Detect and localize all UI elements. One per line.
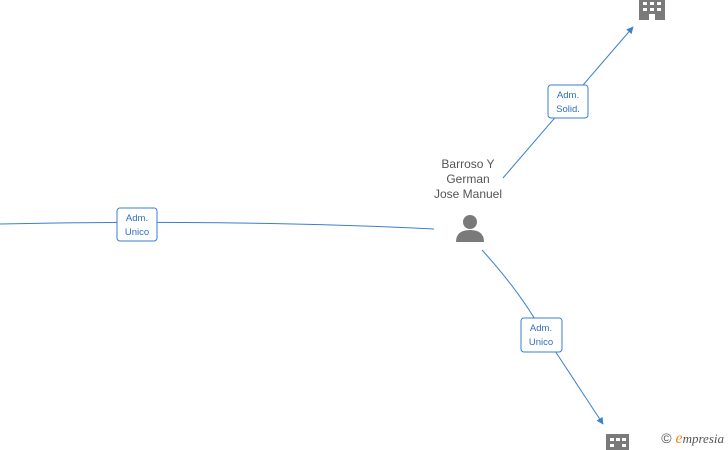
person-icon xyxy=(456,215,484,242)
copyright-footer: © empresia xyxy=(661,430,724,448)
edge-label-top-line2: Solid. xyxy=(556,104,580,115)
building-icon[interactable] xyxy=(639,0,665,20)
edge-left xyxy=(0,221,435,230)
person-node[interactable]: Barroso Y German Jose Manuel xyxy=(434,157,502,242)
brand-logo: empresia xyxy=(675,430,724,447)
brand-initial: e xyxy=(675,430,683,447)
copyright-symbol: © xyxy=(661,430,672,446)
edge-label-bottom[interactable]: Adm. Unico xyxy=(520,317,563,353)
edge-label-left-line1: Adm. xyxy=(126,213,148,224)
edge-label-left[interactable]: Adm. Unico xyxy=(116,207,158,242)
building-icon[interactable] xyxy=(606,434,629,450)
edge-label-bottom-line2: Unico xyxy=(529,337,553,348)
edge-label-top-line1: Adm. xyxy=(557,90,579,101)
edge-label-bottom-line1: Adm. xyxy=(530,323,552,334)
person-name-line2: German xyxy=(446,172,489,186)
edge-label-left-line2: Unico xyxy=(125,227,149,238)
person-name-line3: Jose Manuel xyxy=(434,187,502,201)
person-name-line1: Barroso Y xyxy=(441,157,494,171)
brand-name: mpresia xyxy=(682,431,724,446)
edge-label-top[interactable]: Adm. Solid. xyxy=(547,84,589,119)
